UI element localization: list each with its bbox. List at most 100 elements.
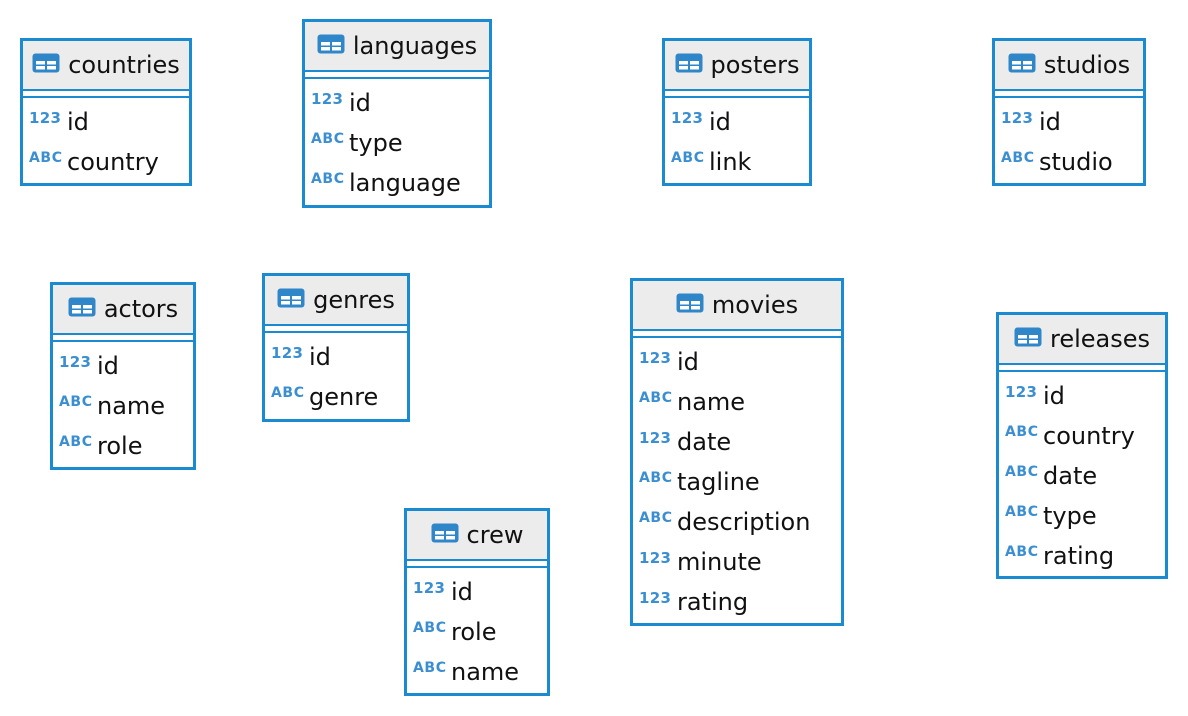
column-row[interactable]: 123 id (53, 346, 193, 386)
text-type-icon: ABC (1005, 504, 1039, 520)
column-name: id (97, 352, 119, 380)
table-name: actors (103, 295, 179, 323)
numeric-type-icon: 123 (639, 349, 672, 367)
table-icon (675, 51, 703, 79)
column-name: description (677, 508, 811, 536)
numeric-type-icon: 123 (1005, 383, 1038, 401)
column-row[interactable]: 123 id (265, 337, 407, 377)
entity-header[interactable]: countries (23, 41, 189, 91)
column-row[interactable]: 123 id (665, 102, 809, 142)
table-name: countries (68, 51, 180, 79)
entity-header[interactable]: languages (305, 22, 489, 72)
text-type-icon: ABC (311, 171, 345, 187)
table-name: languages (352, 32, 478, 60)
column-name: id (1039, 108, 1061, 136)
entity-header[interactable]: studios (995, 41, 1143, 91)
entity-header[interactable]: crew (407, 511, 547, 561)
text-type-icon: ABC (413, 660, 447, 676)
column-name: id (349, 89, 371, 117)
entity-header[interactable]: posters (665, 41, 809, 91)
table-icon (1014, 325, 1042, 353)
column-name: name (451, 658, 520, 686)
header-divider (53, 335, 193, 342)
entity-header[interactable]: movies (633, 281, 841, 331)
header-divider (995, 91, 1143, 98)
header-divider (633, 331, 841, 338)
text-type-icon: ABC (639, 390, 673, 406)
column-name: name (97, 392, 166, 420)
text-type-icon: ABC (639, 470, 673, 486)
column-name: link (709, 148, 752, 176)
numeric-type-icon: 123 (639, 589, 672, 607)
numeric-type-icon: 123 (311, 90, 344, 108)
column-row[interactable]: 123 rating (633, 582, 841, 622)
column-name: rating (677, 588, 749, 616)
header-divider (999, 365, 1165, 372)
column-row[interactable]: 123 id (305, 83, 489, 123)
numeric-type-icon: 123 (271, 344, 304, 362)
table-icon (317, 32, 345, 60)
table-icon (277, 286, 305, 314)
table-name: posters (710, 51, 800, 79)
column-row[interactable]: 123 minute (633, 542, 841, 582)
numeric-type-icon: 123 (671, 109, 704, 127)
table-name: movies (711, 291, 799, 319)
text-type-icon: ABC (29, 150, 63, 166)
text-type-icon: ABC (639, 510, 673, 526)
entity-header[interactable]: releases (999, 315, 1165, 365)
column-name: type (1043, 502, 1097, 530)
entity-header[interactable]: genres (265, 276, 407, 326)
entity-header[interactable]: actors (53, 285, 193, 335)
table-name: crew (466, 521, 524, 549)
numeric-type-icon: 123 (59, 353, 92, 371)
column-name: date (1043, 462, 1098, 490)
text-type-icon: ABC (59, 434, 93, 450)
table-name: genres (313, 286, 395, 314)
numeric-type-icon: 123 (29, 109, 62, 127)
text-type-icon: ABC (311, 131, 345, 147)
table-icon (32, 51, 60, 79)
header-divider (407, 561, 547, 568)
column-name: minute (677, 548, 762, 576)
column-name: country (1043, 422, 1135, 450)
numeric-type-icon: 123 (639, 549, 672, 567)
table-icon (676, 291, 704, 319)
table-icon (68, 295, 96, 323)
column-name: id (709, 108, 731, 136)
column-name: id (309, 343, 331, 371)
